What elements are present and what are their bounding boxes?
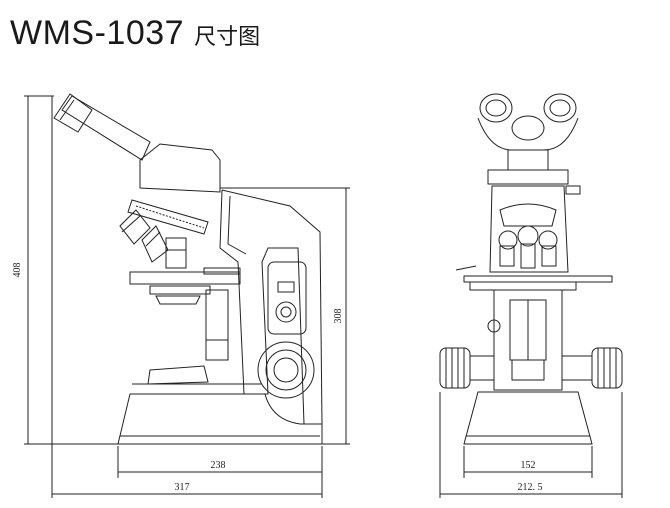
- dim-height-body-label: 308: [333, 309, 344, 324]
- front-view-microscope: [439, 93, 623, 498]
- front-head: [487, 169, 569, 185]
- front-stage-carrier: [469, 281, 577, 291]
- front-eyepiece-right-inner: [549, 99, 571, 117]
- dim-width-total-label: 317: [175, 482, 190, 493]
- front-nosepiece: [499, 203, 557, 227]
- side-lamp: [147, 365, 209, 385]
- front-lamp-housing: [511, 359, 545, 381]
- front-eyepiece-left: [479, 93, 513, 123]
- side-arm-inner: [227, 195, 247, 255]
- side-condenser-knob: [205, 339, 229, 361]
- dim-front-width-total-label: 212. 5: [518, 482, 543, 493]
- front-stage: [463, 275, 613, 283]
- front-side-knob: [565, 185, 581, 195]
- front-center-tube: [511, 115, 545, 141]
- side-nosepiece: [127, 199, 209, 235]
- drawing-type-label: 尺寸图: [194, 25, 261, 50]
- brightness-knob-inner: [280, 306, 292, 318]
- nosepiece-teeth: [135, 205, 205, 229]
- front-focus-knob-left: [439, 347, 495, 389]
- side-arm: [219, 189, 323, 425]
- model-number: WMS-1037: [10, 14, 185, 52]
- front-objectives: [498, 225, 558, 269]
- front-stage-knob: [487, 319, 501, 333]
- front-lower-body: [493, 289, 563, 391]
- dim-front-width-base-label: 152: [521, 460, 536, 471]
- page-title: WMS-1037 尺寸图: [10, 14, 260, 58]
- focus-knob-mid: [265, 349, 307, 391]
- eyepiece-rim: [59, 99, 75, 121]
- brightness-knob: [275, 301, 297, 323]
- side-eyepiece-tube: [61, 95, 151, 161]
- front-focus-knob-right: [561, 347, 623, 389]
- focus-knob-inner: [273, 357, 299, 383]
- side-condenser: [155, 295, 201, 305]
- front-eyepiece-left-inner: [485, 99, 507, 117]
- dim-height-total-label: 408: [12, 263, 23, 278]
- side-stage: [129, 271, 241, 285]
- side-eyepiece: [53, 93, 93, 133]
- side-head: [139, 143, 221, 193]
- side-stage-holder: [149, 285, 211, 295]
- front-stage-pointer: [455, 265, 477, 271]
- front-eyepiece-right: [543, 93, 577, 123]
- panel-window: [277, 281, 295, 293]
- side-view-microscope: [24, 93, 350, 498]
- side-stage-clip: [203, 267, 241, 275]
- side-objectives: [119, 209, 187, 269]
- dim-width-base-label: 238: [211, 460, 226, 471]
- front-eyepiece-tubes: [477, 117, 579, 151]
- focus-knob-outer: [257, 341, 315, 399]
- front-base: [463, 391, 593, 445]
- front-head-neck: [507, 149, 549, 171]
- side-condenser-arm: [205, 289, 229, 341]
- control-panel: [267, 261, 307, 335]
- front-body: [489, 185, 569, 273]
